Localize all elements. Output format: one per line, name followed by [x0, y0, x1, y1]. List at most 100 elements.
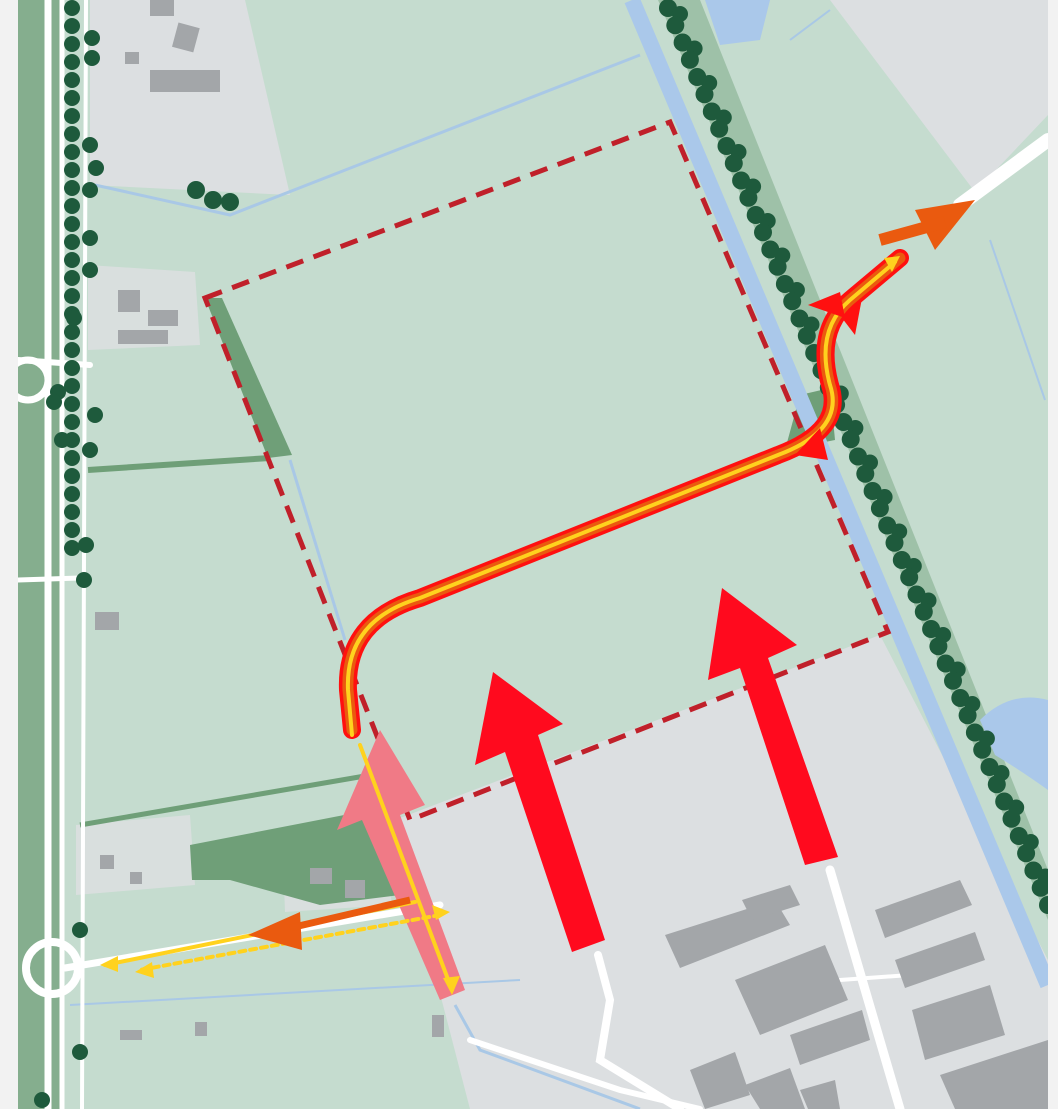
building-icon	[118, 330, 168, 344]
northwest-yard	[90, 0, 290, 195]
tree-icon	[82, 262, 98, 278]
tree-icon	[944, 671, 962, 690]
tree-icon	[1039, 896, 1048, 914]
arrow-icon	[100, 956, 118, 972]
ditch-plan-west	[288, 459, 347, 641]
tree-icon	[929, 637, 948, 656]
ditch-north	[94, 53, 641, 217]
building-icon	[735, 945, 848, 1035]
tree-icon	[64, 90, 80, 106]
roundabout-north	[18, 356, 52, 404]
tree-icon	[680, 50, 699, 69]
arrow-icon	[135, 962, 154, 978]
tree-icon	[64, 468, 80, 484]
tree-icon	[64, 144, 80, 160]
tree-rows	[34, 0, 1048, 1108]
building-icon	[742, 885, 800, 920]
tree-icon	[64, 234, 80, 250]
arrow-icon	[337, 730, 465, 1000]
tree-icon	[710, 119, 729, 138]
map-content	[18, 0, 1048, 1109]
tree-icon	[695, 85, 714, 104]
route-west-shaft	[289, 896, 411, 932]
northeast-built-area	[830, 0, 1048, 192]
building-icon	[195, 1022, 207, 1036]
tree-icon	[34, 1092, 50, 1108]
tree-icon	[783, 292, 802, 311]
tree-icon	[64, 108, 80, 124]
arrow-icon	[808, 292, 845, 318]
tree-icon	[64, 450, 80, 466]
development-arrows	[337, 588, 838, 1000]
building-icon	[875, 880, 972, 938]
tree-icon	[768, 257, 787, 276]
building-icon	[790, 1010, 870, 1065]
right-margin	[1048, 0, 1058, 1109]
plan-boundary	[201, 118, 892, 824]
buildings	[95, 0, 1048, 1109]
roundabout-south	[22, 938, 82, 998]
arrow-icon	[884, 256, 900, 272]
tree-icon	[64, 36, 80, 52]
tree-icon	[64, 396, 80, 412]
tree-icon	[914, 602, 933, 621]
tree-icon	[64, 360, 80, 376]
tree-icon	[64, 486, 80, 502]
tree-icon	[64, 378, 80, 394]
tree-icon	[64, 126, 80, 142]
tree-icon	[885, 533, 904, 552]
left-green-band	[18, 0, 60, 1109]
tree-icon	[64, 18, 80, 34]
tree-icon	[84, 30, 100, 46]
ditch-east	[989, 239, 1046, 401]
route-arrowheads	[100, 200, 975, 995]
tree-icon	[64, 54, 80, 70]
building-icon	[130, 872, 142, 884]
tree-icon	[797, 326, 816, 345]
building-icon	[690, 1052, 750, 1109]
tree-icon	[64, 180, 80, 196]
road-west-2	[18, 575, 83, 583]
tree-icon	[187, 181, 205, 199]
ditch-northeast	[789, 9, 831, 41]
tree-icon	[87, 407, 103, 423]
tree-icon	[64, 198, 80, 214]
tree-icon	[870, 499, 889, 518]
road-industrial-link	[838, 973, 912, 982]
building-icon	[125, 52, 139, 64]
farm-plot-2	[76, 815, 195, 895]
building-icon	[95, 612, 119, 630]
building-icon	[118, 290, 140, 312]
arrow-icon	[248, 912, 302, 950]
tree-icon	[84, 50, 100, 66]
building-icon	[120, 1030, 142, 1040]
tree-icon	[1002, 809, 1021, 828]
building-icon	[912, 985, 1005, 1060]
building-icon	[895, 932, 985, 988]
road-northeast	[953, 133, 1048, 212]
tree-icon	[221, 193, 239, 211]
tree-icon	[72, 922, 88, 938]
arrow-icon	[475, 672, 605, 952]
hedge-line-west	[87, 455, 271, 473]
road-industrial-west	[594, 951, 684, 1109]
tree-icon	[82, 182, 98, 198]
arrow-icon	[842, 298, 862, 335]
tree-icon	[64, 414, 80, 430]
tree-icon	[82, 442, 98, 458]
tree-icon	[987, 775, 1006, 794]
ditch-southeast	[453, 1004, 641, 1109]
tree-icon	[64, 216, 80, 232]
tree-icon	[724, 154, 743, 173]
arrow-icon	[432, 905, 450, 920]
tree-icon	[958, 706, 977, 725]
building-icon	[800, 1080, 840, 1109]
tree-icon	[78, 537, 94, 553]
tree-icon	[64, 342, 80, 358]
tree-icon	[739, 188, 758, 207]
tree-icon	[76, 572, 92, 588]
tree-icon	[54, 432, 70, 448]
tree-icon	[64, 252, 80, 268]
arrow-icon	[795, 428, 828, 460]
